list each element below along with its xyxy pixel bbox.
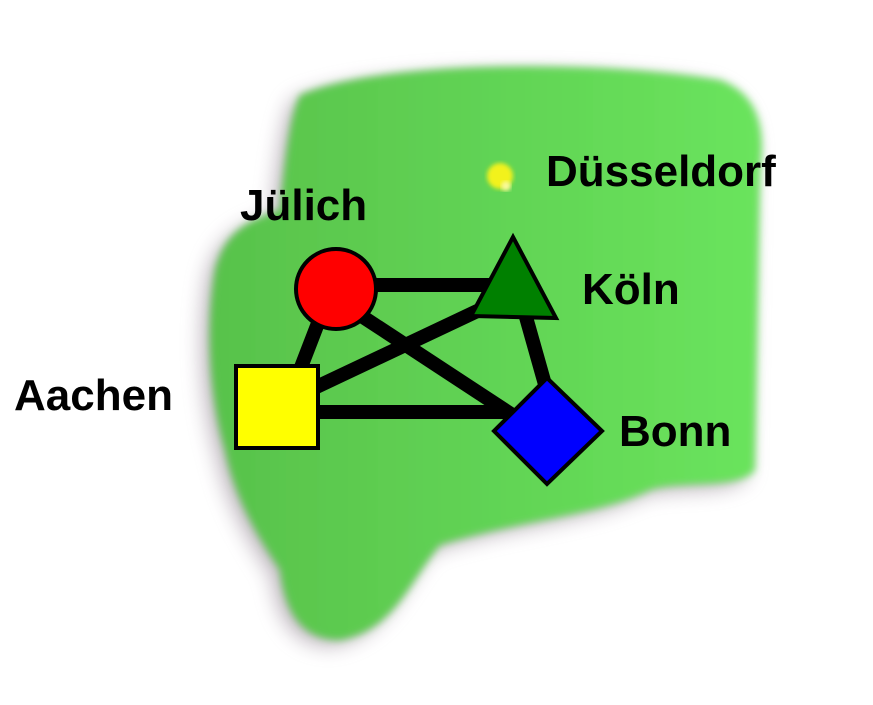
edge-aachen-koeln [307,298,493,397]
koeln-triangle-icon[interactable] [467,232,560,321]
edge-juelich-bonn [356,309,524,426]
label-juelich: Jülich [240,181,368,230]
duesseldorf-dot-highlight [501,181,511,191]
label-bonn: Bonn [619,407,732,456]
juelich-circle-icon[interactable] [294,247,378,331]
label-duesseldorf: Düsseldorf [546,147,776,196]
bonn-diamond-icon[interactable] [491,375,605,487]
aachen-square-icon[interactable] [234,364,320,450]
region-nrw [209,66,762,641]
label-aachen: Aachen [14,371,173,420]
label-koeln: Köln [582,265,680,314]
